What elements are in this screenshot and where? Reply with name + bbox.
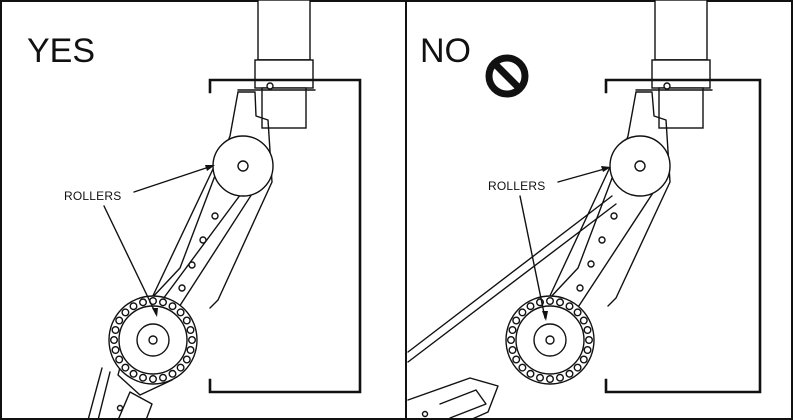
lower-wheel-yes: [87, 295, 198, 420]
cabinet-bracket-yes: [208, 78, 362, 394]
prohibited-icon: [485, 54, 529, 98]
panel-yes-title: YES: [27, 32, 95, 70]
panel-yes: YES: [27, 0, 362, 420]
mast-no: [635, 0, 713, 129]
mast-yes: [237, 0, 316, 129]
rollers-label-yes: ROLLERS: [64, 189, 121, 203]
lower-wheel-no: [407, 295, 595, 420]
rollers-label-no: ROLLERS: [488, 179, 545, 193]
roller-ring-yes: [109, 297, 196, 384]
cabinet-bracket-no: [604, 78, 762, 394]
panel-no-title: NO: [420, 32, 471, 70]
roller-ring-no: [507, 297, 594, 384]
callout-yes: ROLLERS: [64, 165, 215, 317]
callout-no: ROLLERS: [488, 166, 611, 321]
arm-no: [407, 91, 671, 363]
panel-no: NO: [407, 0, 762, 420]
